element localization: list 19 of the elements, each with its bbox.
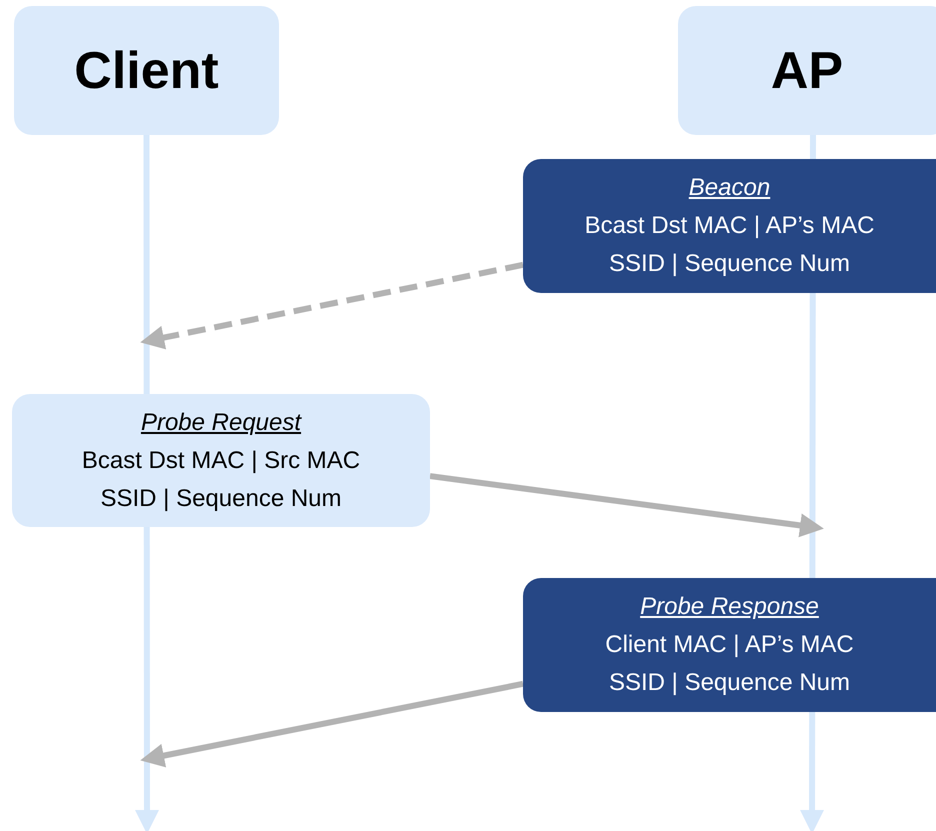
message-fields: Bcast Dst MAC | AP’s MAC (584, 207, 874, 245)
message-arrow (140, 262, 524, 350)
participant-name: AP (770, 40, 844, 100)
message-fields: SSID | Sequence Num (100, 480, 342, 518)
message-arrow (140, 680, 524, 768)
message-box (12, 394, 430, 527)
message-fields: Client MAC | AP’s MAC (605, 626, 854, 664)
message-title: Beacon (688, 173, 770, 203)
message-fields: Bcast Dst MAC | Src MAC (82, 442, 360, 480)
message-arrow (430, 473, 824, 538)
message-box (523, 159, 936, 293)
message-title: Probe Request (140, 408, 302, 438)
participant-name: Client (74, 40, 219, 100)
message-title: Probe Response (640, 592, 819, 622)
message-fields: SSID | Sequence Num (608, 664, 850, 702)
message-box (523, 578, 936, 712)
participant-box (14, 6, 279, 135)
message-fields: SSID | Sequence Num (608, 245, 850, 283)
participant-box (678, 6, 936, 135)
